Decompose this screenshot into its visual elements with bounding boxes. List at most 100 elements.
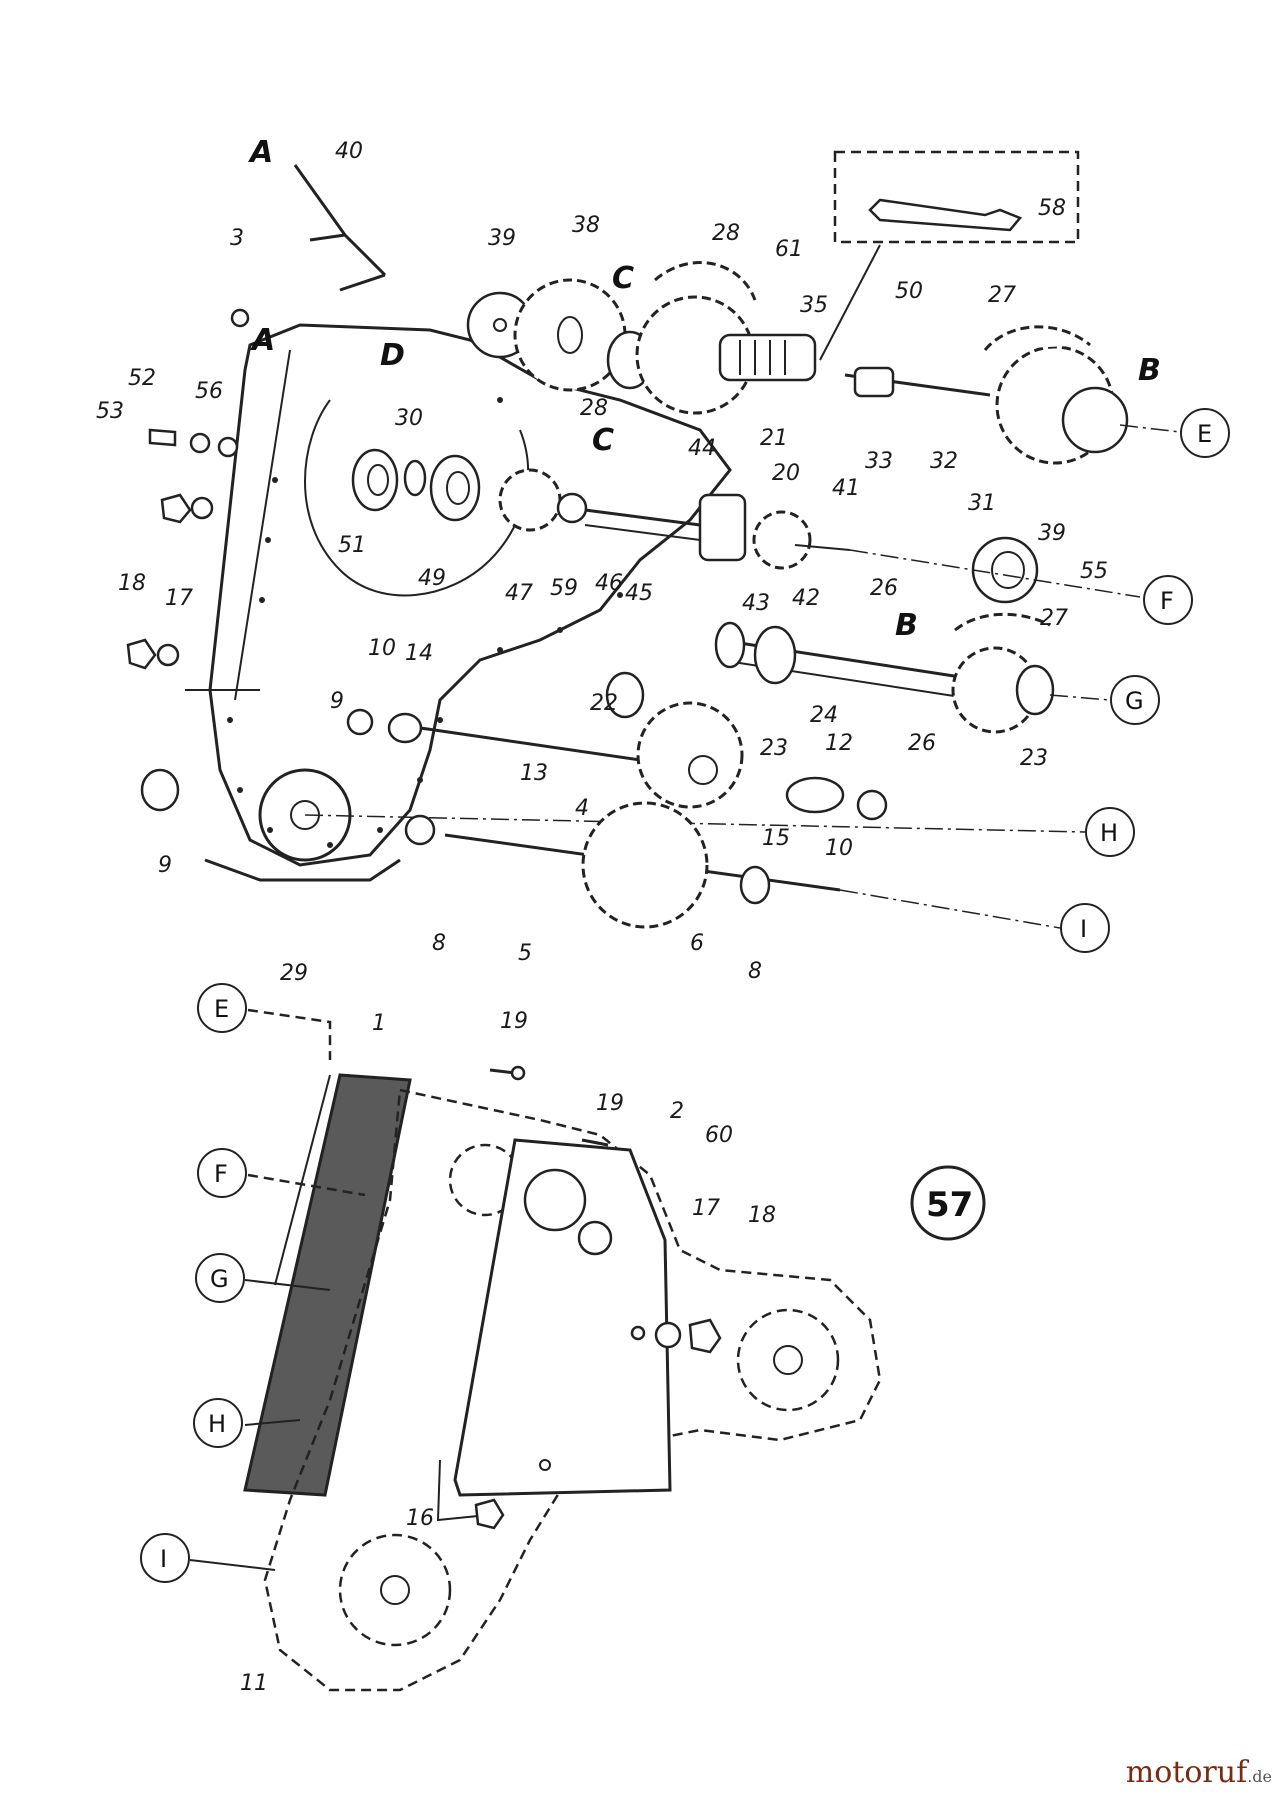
svg-text:A: A [250, 323, 275, 358]
page-badge-number: 57 [926, 1185, 973, 1225]
svg-text:17: 17 [692, 1196, 720, 1221]
bushing-23 [714, 621, 746, 669]
svg-text:52: 52 [128, 366, 156, 391]
collar-8b [739, 865, 771, 905]
svg-text:23: 23 [1020, 746, 1048, 771]
center-line-G [1049, 694, 1111, 701]
svg-text:A: A [248, 135, 273, 170]
gear-44 [698, 493, 747, 562]
svg-text:18: 18 [748, 1203, 776, 1228]
svg-text:C: C [592, 423, 614, 458]
spline-lines [739, 340, 786, 375]
page-badge-circle [910, 1165, 986, 1241]
upper-labels: 40 3 52 53 56 18 17 39 38 28 61 35 50 27… [96, 139, 1108, 986]
chain-27-upper [983, 325, 1091, 351]
svg-text:5: 5 [518, 941, 532, 966]
bearing-55 [971, 536, 1039, 604]
svg-text:56: 56 [195, 379, 223, 404]
nut-18-lower [688, 1318, 722, 1354]
lever-40 [293, 164, 387, 292]
leader-H-lower [244, 1419, 301, 1426]
svg-text:58: 58 [1038, 196, 1066, 221]
circled-refs-upper: E F G H I [1060, 408, 1230, 953]
seal-30 [403, 459, 427, 497]
svg-text:28: 28 [712, 221, 740, 246]
washer-10b [856, 789, 888, 821]
shaft-42 [794, 544, 851, 551]
svg-text:32: 32 [930, 449, 958, 474]
svg-text:59: 59 [550, 576, 578, 601]
center-line-F [849, 549, 1141, 598]
gear-6 [581, 801, 709, 929]
bushing-24 [753, 625, 797, 685]
svg-text:B: B [895, 608, 918, 643]
svg-text:11: 11 [240, 1671, 268, 1696]
svg-text:8: 8 [748, 959, 762, 984]
svg-text:C: C [612, 261, 634, 296]
leader-E-lower [247, 1008, 332, 1060]
sprocket-38-hub [557, 316, 583, 354]
gear-case-flange [185, 349, 291, 701]
bracket-58-box [833, 150, 1080, 244]
svg-text:F: F [1160, 587, 1174, 615]
svg-text:2: 2 [670, 1099, 684, 1124]
svg-text:F: F [214, 1160, 228, 1188]
svg-text:8: 8 [432, 931, 446, 956]
svg-text:39: 39 [488, 226, 516, 251]
collar-23b [1015, 664, 1055, 716]
sprocket-47 [498, 468, 562, 532]
right-case-hub [736, 1308, 840, 1412]
bearing-55-inner [991, 551, 1025, 589]
svg-text:60: 60 [705, 1123, 733, 1148]
cover-window-1 [523, 1168, 587, 1232]
svg-text:13: 13 [520, 761, 548, 786]
svg-text:26: 26 [908, 731, 936, 756]
svg-text:26: 26 [870, 576, 898, 601]
svg-text:16: 16 [406, 1506, 434, 1531]
bracket-58-leader [819, 244, 881, 361]
svg-text:12: 12 [825, 731, 853, 756]
svg-text:50: 50 [895, 279, 923, 304]
svg-text:55: 55 [1080, 559, 1108, 584]
svg-text:20: 20 [772, 461, 800, 486]
svg-text:D: D [380, 338, 405, 373]
svg-text:G: G [210, 1265, 229, 1293]
svg-text:23: 23 [760, 736, 788, 761]
gear-15-hub [688, 755, 718, 785]
svg-text:1: 1 [372, 1011, 386, 1036]
housing-bolt-holes [227, 397, 623, 848]
svg-text:33: 33 [865, 449, 893, 474]
svg-text:E: E [1197, 420, 1212, 448]
washer-56 [217, 436, 239, 458]
svg-text:29: 29 [280, 961, 308, 986]
svg-text:4: 4 [575, 796, 589, 821]
leader-F-lower [247, 1173, 366, 1197]
lower-bearing-boss-outer [258, 768, 352, 862]
nut-18-top [160, 493, 192, 524]
svg-text:10: 10 [825, 836, 853, 861]
splined-shaft-35 [718, 333, 817, 382]
svg-text:21: 21 [760, 426, 788, 451]
lower-case-hub [338, 1533, 452, 1647]
svg-text:H: H [1100, 819, 1118, 847]
leader-G-lower [244, 1279, 331, 1291]
svg-text:I: I [1080, 915, 1087, 943]
svg-text:43: 43 [742, 591, 770, 616]
svg-text:30: 30 [395, 406, 423, 431]
gear-15 [636, 701, 744, 809]
spacer-59 [556, 492, 588, 524]
svg-text:27: 27 [988, 283, 1016, 308]
cover-plug-60 [577, 1220, 613, 1256]
bearing-51-inner [367, 464, 389, 496]
center-line-H [304, 814, 1086, 833]
washer-17-lower [654, 1321, 682, 1349]
nut-18-bottom [126, 638, 157, 670]
letter-markers: A A D C C B B [248, 135, 1161, 643]
svg-text:53: 53 [96, 399, 124, 424]
svg-text:I: I [160, 1545, 167, 1573]
bearing-49-inner [446, 471, 470, 505]
housing-blade [204, 858, 401, 882]
bushing-14 [387, 712, 423, 744]
bolt-53 [148, 428, 177, 447]
center-line-E [1119, 424, 1181, 433]
